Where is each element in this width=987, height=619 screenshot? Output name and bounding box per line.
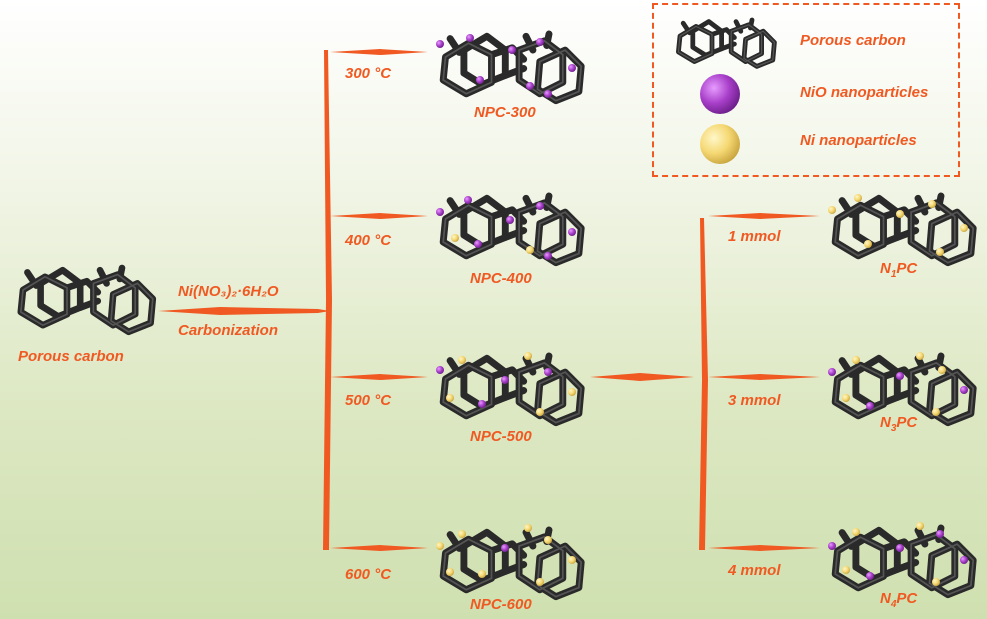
n4pc-sub: 4 (890, 599, 897, 610)
n4pc-main: N (880, 590, 891, 607)
label-amount-3: 3 mmol (728, 392, 781, 409)
label-temp-300: 300 °C (345, 65, 392, 82)
flow-arrows (158, 49, 820, 551)
label-carbonization: Carbonization (178, 322, 278, 339)
label-porous-carbon: Porous carbon (18, 348, 124, 365)
structure-n3pc (828, 352, 973, 423)
label-amount-1: 1 mmol (728, 228, 781, 245)
n1pc-sub: 1 (890, 269, 897, 280)
legend-box (652, 3, 960, 177)
structure-npc-300 (436, 34, 581, 101)
label-n3pc: N3PC (880, 414, 917, 434)
structure-porous-carbon (21, 268, 153, 332)
arrow-1mmol (708, 213, 820, 219)
vertical-bracket-left (323, 50, 332, 550)
arrow-npc500-link (590, 373, 694, 381)
label-npc-400: NPC-400 (470, 270, 532, 287)
arrow-400 (330, 213, 428, 219)
label-reagent: Ni(NO₃)₂·6H₂O (178, 283, 279, 300)
label-npc-300: NPC-300 (474, 104, 536, 121)
n1pc-tail: PC (896, 260, 918, 277)
legend-text-ni: Ni nanoparticles (800, 132, 917, 149)
label-temp-500: 500 °C (345, 392, 392, 409)
structure-npc-400 (436, 196, 581, 263)
n3pc-sub: 3 (890, 423, 897, 434)
arrow-500 (330, 374, 428, 380)
arrow-4mmol (708, 545, 820, 551)
arrow-main (158, 307, 330, 315)
n1pc-main: N (880, 260, 891, 277)
legend-icon-nio (700, 74, 740, 114)
label-npc-600: NPC-600 (470, 596, 532, 613)
label-temp-400: 400 °C (345, 232, 392, 249)
vertical-bracket-right (699, 218, 708, 550)
arrow-3mmol (708, 374, 820, 380)
label-n4pc: N4PC (880, 590, 917, 610)
structure-npc-600 (436, 524, 581, 597)
arrow-300 (330, 49, 428, 55)
label-n1pc: N1PC (880, 260, 917, 280)
n3pc-tail: PC (896, 414, 918, 431)
label-temp-600: 600 °C (345, 566, 392, 583)
legend-icon-ni (700, 124, 740, 164)
structure-n4pc (828, 522, 973, 595)
label-amount-4: 4 mmol (728, 562, 781, 579)
structure-n1pc (828, 194, 973, 263)
arrow-600 (330, 545, 428, 551)
n3pc-main: N (880, 414, 891, 431)
legend-text-nio: NiO nanoparticles (800, 84, 929, 101)
n4pc-tail: PC (896, 590, 918, 607)
structure-npc-500 (436, 352, 581, 423)
label-npc-500: NPC-500 (470, 428, 532, 445)
legend-text-porous-carbon: Porous carbon (800, 32, 906, 49)
